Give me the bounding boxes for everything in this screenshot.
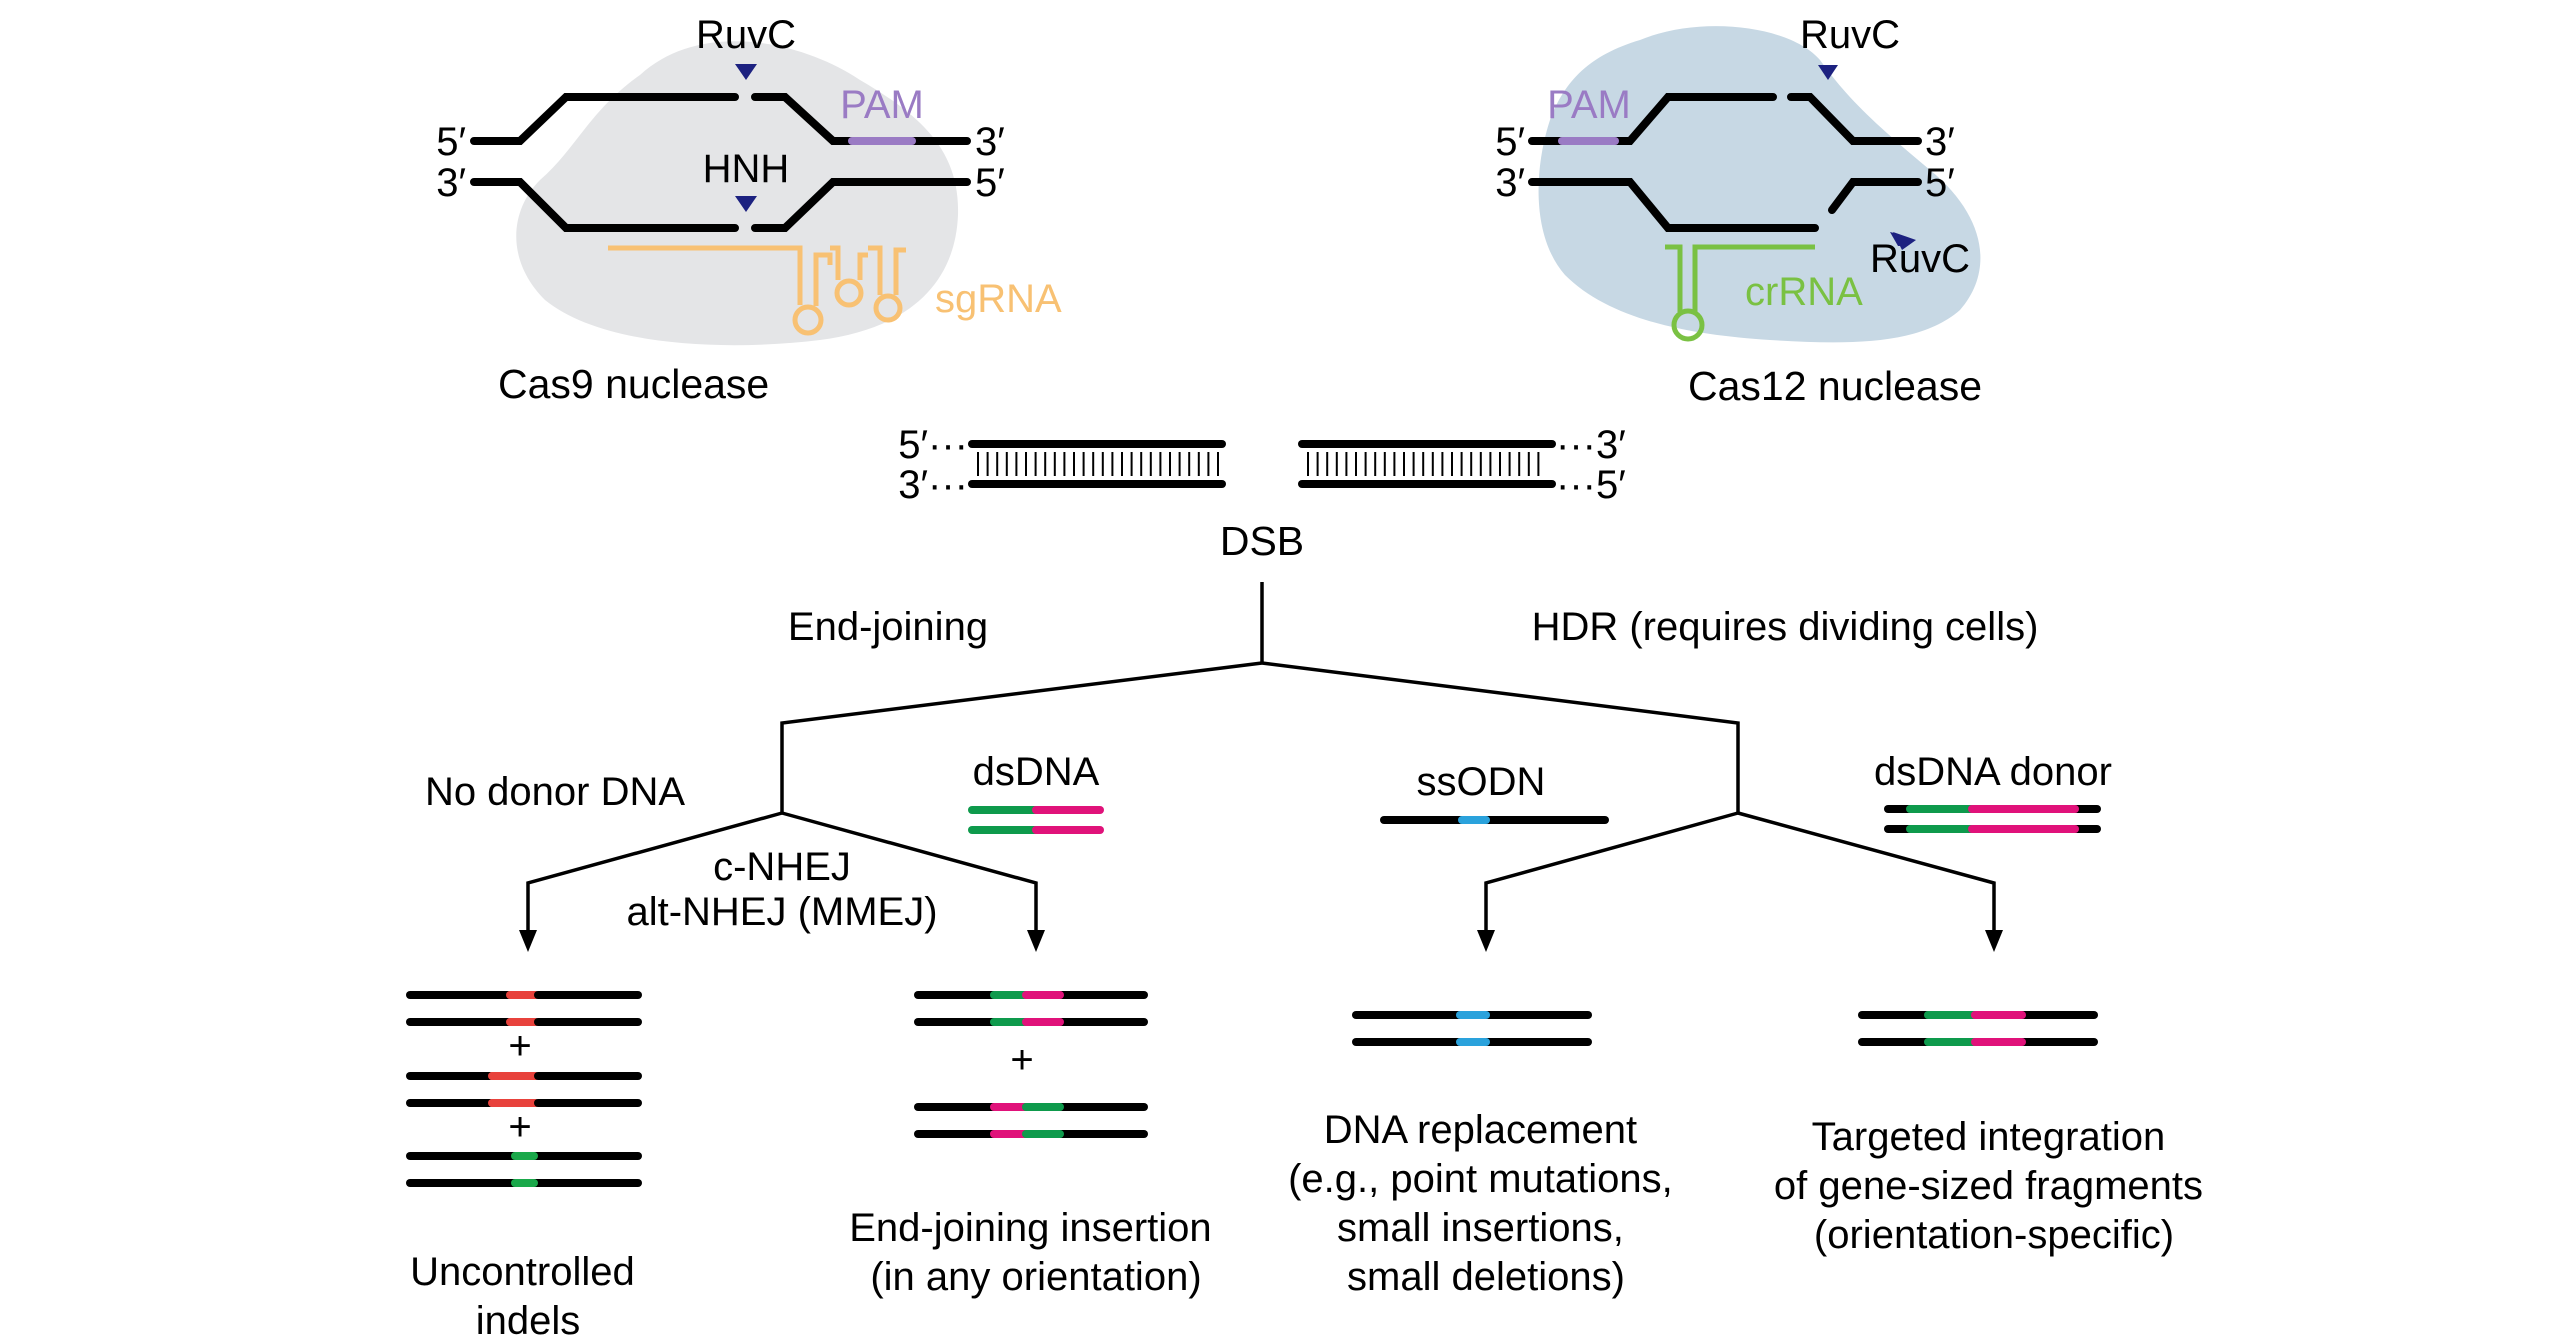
tree-branch-replacement bbox=[1484, 811, 1739, 940]
outcome-indels-icon bbox=[406, 991, 642, 1187]
cas9-bottom-right-end: 5′ bbox=[975, 161, 1005, 205]
donor-dsdna-icon bbox=[968, 806, 1104, 834]
dsb-panel: 5′··· 3′··· ···3′ ···5′ DSB bbox=[898, 423, 1625, 564]
tree-branch-indels bbox=[526, 811, 783, 940]
cas12-bottom-strand-left bbox=[1528, 178, 1819, 232]
cas12-top-strand-right bbox=[1787, 93, 1922, 145]
cas9-sgrna-icon bbox=[608, 245, 906, 336]
arrow-down-icon bbox=[1985, 930, 2003, 952]
pathway-end-joining-label: End-joining bbox=[788, 605, 988, 649]
cas9-hnh-cleavage-marker-icon bbox=[735, 196, 757, 212]
outcome-ej-insertion-icon bbox=[914, 991, 1148, 1138]
cas12-ruvc-bottom-arrowhead-icon bbox=[1893, 232, 1916, 250]
dsb-label: DSB bbox=[1220, 518, 1304, 564]
cas12-bottom-strand-right bbox=[1828, 178, 1922, 214]
plus-sign: + bbox=[508, 1024, 531, 1068]
cas12-ruvc-bottom-label: RuvC bbox=[1870, 237, 1970, 281]
arrow-down-icon bbox=[519, 930, 537, 952]
dsb-left-top-end: 5′··· bbox=[898, 423, 968, 467]
cas12-ruvc-top-cleavage-marker-icon bbox=[1818, 65, 1838, 80]
cas12-protein-body bbox=[1538, 26, 1981, 343]
cas9-top-right-end: 3′ bbox=[975, 120, 1005, 164]
arrow-down-icon bbox=[1027, 930, 1045, 952]
cas12-crrna-icon bbox=[1665, 244, 1815, 342]
cas9-hnh-label: HNH bbox=[703, 147, 790, 191]
cas9-bottom-strand-right bbox=[751, 178, 971, 232]
tree-branch-end-joining bbox=[780, 661, 1263, 813]
cas12-pam-label: PAM bbox=[1547, 83, 1631, 127]
donor-dsdna-donor-label: dsDNA donor bbox=[1874, 750, 2112, 794]
dsb-left-bottom-end: 3′··· bbox=[898, 463, 968, 507]
cas9-panel: RuvC HNH PAM 5′ 3′ 3′ 5′ sgRNA Cas9 nucl… bbox=[436, 13, 1062, 407]
outcome-integration-icon bbox=[1858, 1011, 2098, 1046]
donor-none-label: No donor DNA bbox=[425, 770, 685, 814]
arrow-down-icon bbox=[1477, 930, 1495, 952]
cas9-protein-body bbox=[516, 41, 959, 346]
dsb-right-bottom-end: ···5′ bbox=[1556, 463, 1626, 507]
outcome-indels-label: Uncontrolled indels bbox=[410, 1250, 646, 1339]
dsb-right-base-pairs bbox=[1307, 452, 1540, 476]
outcome-ej-insertion-label: End-joining insertion (in any orientatio… bbox=[849, 1206, 1223, 1299]
cas12-ruvc-top-label: RuvC bbox=[1800, 13, 1900, 57]
cas12-panel: RuvC RuvC PAM 5′ 3′ 3′ 5′ crRNA Cas12 nu… bbox=[1495, 13, 1982, 409]
plus-sign: + bbox=[508, 1105, 531, 1149]
outcome-integration-label: Targeted integration of gene-sized fragm… bbox=[1774, 1115, 2214, 1257]
cas9-pam-label: PAM bbox=[840, 83, 924, 127]
cas12-title: Cas12 nuclease bbox=[1688, 363, 1982, 409]
cas9-title: Cas9 nuclease bbox=[498, 361, 769, 407]
plus-sign: + bbox=[1010, 1038, 1033, 1082]
cas12-crrna-label: crRNA bbox=[1745, 270, 1863, 314]
outcome-replacement-icon bbox=[1352, 1011, 1592, 1046]
tree-branch-ej-insertion bbox=[781, 811, 1038, 940]
cas9-ruvc-label: RuvC bbox=[696, 13, 796, 57]
mechanism-alt-nhej-label: alt-NHEJ (MMEJ) bbox=[626, 890, 937, 934]
cas9-ruvc-cleavage-marker-icon bbox=[735, 64, 757, 80]
cas9-top-strand-left bbox=[470, 93, 739, 145]
cas12-top-right-end: 3′ bbox=[1925, 120, 1955, 164]
dsb-right-top-end: ···3′ bbox=[1556, 423, 1626, 467]
donor-dsdna-label: dsDNA bbox=[973, 750, 1100, 794]
cas9-top-left-end: 5′ bbox=[436, 120, 466, 164]
donor-ssodn-label: ssODN bbox=[1417, 760, 1546, 804]
repair-tree: End-joining HDR (requires dividing cells… bbox=[425, 582, 2112, 952]
cas12-top-left-end: 5′ bbox=[1495, 120, 1525, 164]
cas9-bottom-left-end: 3′ bbox=[436, 161, 466, 205]
mechanism-c-nhej-label: c-NHEJ bbox=[713, 845, 851, 889]
donor-dsdna-donor-icon bbox=[1884, 805, 2101, 833]
cas12-bottom-right-end: 5′ bbox=[1925, 161, 1955, 205]
dsb-left-base-pairs bbox=[977, 452, 1219, 476]
cas12-bottom-left-end: 3′ bbox=[1495, 161, 1525, 205]
cas9-bottom-strand-left bbox=[470, 178, 739, 232]
tree-branch-integration bbox=[1737, 811, 1996, 940]
cas9-sgrna-label: sgRNA bbox=[935, 277, 1062, 321]
outcome-replacement-label: DNA replacement (e.g., point mutations, … bbox=[1288, 1108, 1684, 1299]
tree-branch-hdr bbox=[1261, 661, 1740, 813]
pathway-hdr-label: HDR (requires dividing cells) bbox=[1532, 605, 2039, 649]
